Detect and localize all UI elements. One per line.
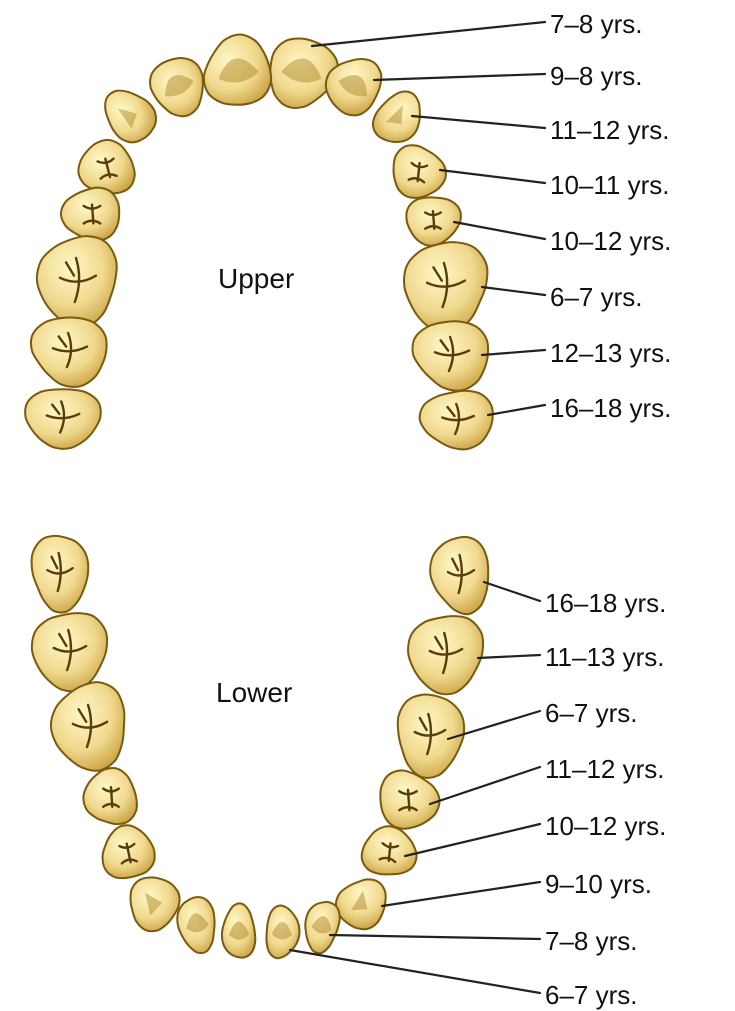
upper-label-canine: 11–12 yrs. [550, 115, 669, 145]
lower-leader-8 [290, 950, 540, 993]
upper-leader-7 [482, 350, 545, 355]
upper-tooth-14 [37, 236, 117, 327]
lower-label-first-molar: 6–7 yrs. [545, 698, 638, 728]
lower-tooth-16 [220, 903, 256, 959]
lower-label-second-premolar: 11–12 yrs. [545, 754, 664, 784]
lower-leader-2 [478, 655, 540, 658]
lower-label-first-premolar: 10–12 yrs. [545, 811, 666, 841]
lower-leader-1 [484, 582, 540, 601]
lower-tooth-12 [83, 768, 137, 824]
upper-arch-teeth [25, 30, 493, 449]
lower-tooth-13 [98, 822, 157, 881]
upper-label-first-molar: 6–7 yrs. [550, 282, 643, 312]
lower-tooth-2 [408, 616, 483, 694]
upper-leader-5 [454, 222, 545, 239]
upper-tooth-16 [25, 389, 101, 449]
upper-tooth-6 [404, 242, 487, 333]
upper-tooth-8 [420, 391, 493, 450]
lower-leader-4 [430, 767, 540, 804]
upper-arch-title: Upper [218, 263, 294, 294]
lower-arch-teeth [32, 536, 489, 960]
upper-label-lateral-incisor: 9–8 yrs. [550, 61, 643, 91]
lower-label-canine: 9–10 yrs. [545, 869, 652, 899]
upper-tooth-7 [413, 321, 489, 390]
upper-tooth-4 [388, 142, 450, 203]
lower-tooth-15 [174, 895, 221, 957]
lower-label-third-molar: 16–18 yrs. [545, 588, 666, 618]
lower-arch-title: Lower [216, 677, 292, 708]
lower-leader-5 [405, 824, 540, 856]
upper-labels: 7–8 yrs. 9–8 yrs. 11–12 yrs. 10–11 yrs. … [550, 9, 671, 423]
upper-label-first-premolar: 10–11 yrs. [550, 170, 669, 200]
lower-tooth-5 [359, 822, 421, 879]
lower-tooth-10 [32, 613, 107, 691]
upper-label-third-molar: 16–18 yrs. [550, 393, 671, 423]
upper-tooth-9 [197, 30, 275, 111]
lower-tooth-7 [301, 899, 343, 956]
upper-leader-6 [482, 287, 545, 295]
lower-label-central-incisor: 6–7 yrs. [545, 980, 638, 1010]
lower-leader-7 [330, 935, 540, 939]
upper-leader-8 [488, 405, 545, 415]
upper-leader-1 [312, 22, 545, 46]
upper-leader-4 [440, 170, 545, 183]
upper-label-second-premolar: 10–12 yrs. [550, 226, 671, 256]
lower-leader-6 [382, 882, 540, 906]
upper-leader-2 [374, 74, 545, 80]
lower-tooth-4 [380, 770, 439, 828]
lower-tooth-11 [51, 682, 125, 771]
upper-label-second-molar: 12–13 yrs. [550, 338, 671, 368]
lower-tooth-1 [430, 537, 488, 614]
lower-label-second-molar: 11–13 yrs. [545, 642, 664, 672]
upper-tooth-15 [31, 317, 107, 386]
lower-labels: 16–18 yrs. 11–13 yrs. 6–7 yrs. 11–12 yrs… [545, 588, 666, 1010]
upper-tooth-5 [406, 197, 460, 245]
upper-tooth-13 [61, 188, 119, 241]
upper-label-central-incisor: 7–8 yrs. [550, 9, 643, 39]
upper-leader-3 [412, 116, 545, 128]
lower-label-lateral-incisor: 7–8 yrs. [545, 926, 638, 956]
lower-tooth-9 [32, 536, 89, 613]
